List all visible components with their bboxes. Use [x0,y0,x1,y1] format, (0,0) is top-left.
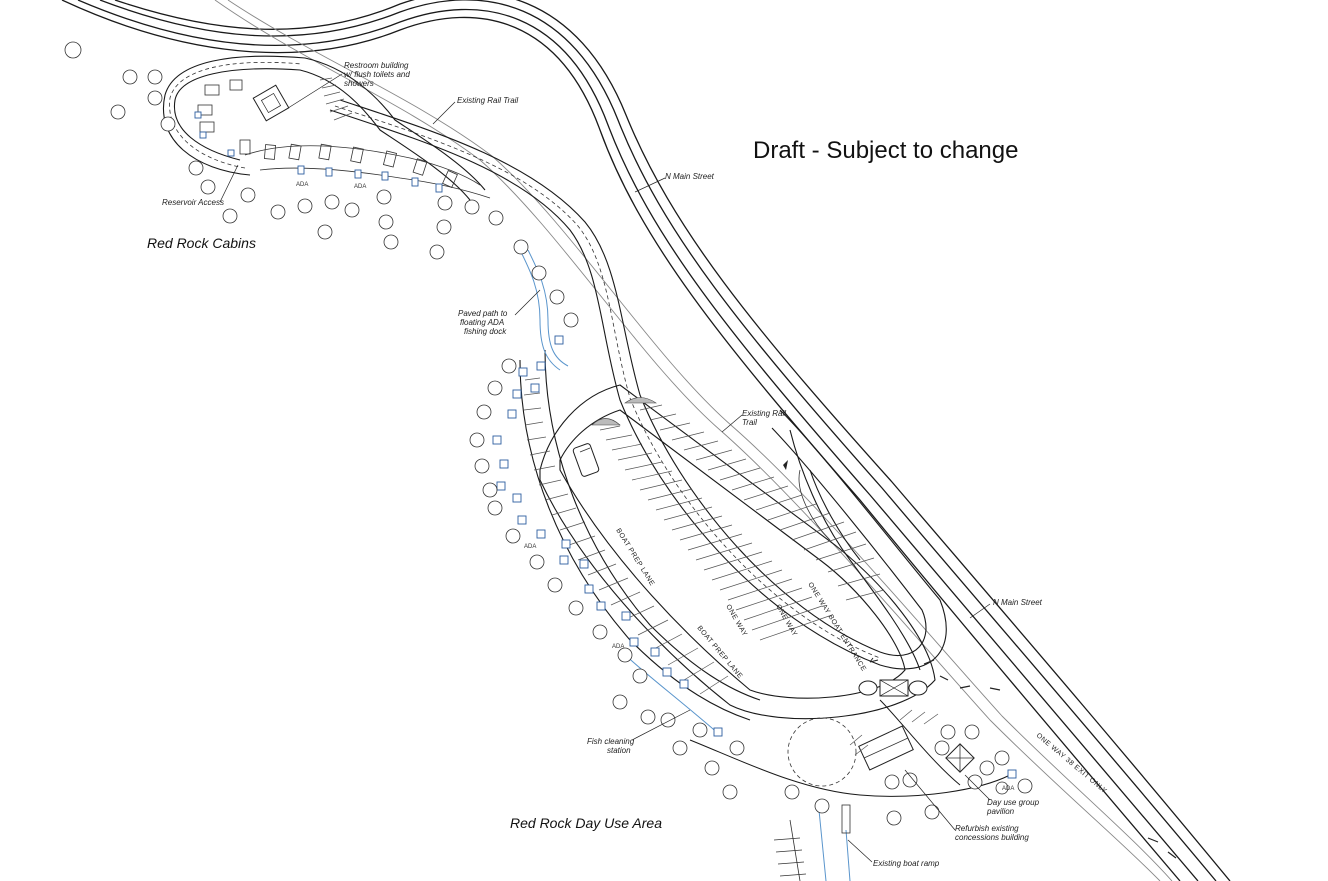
label-rail-trail-top: Existing Rail Trail [457,96,518,105]
paved-path [519,249,851,881]
ada-mark: ADA [354,184,366,190]
area-label-cabins: Red Rock Cabins [147,235,256,251]
marking-one-way-1: ONE WAY [724,604,748,638]
label-reservoir-access: Reservoir Access [162,198,224,207]
day-use-area [689,679,1011,797]
campsites [194,111,1017,779]
draft-title: Draft - Subject to change [753,137,1018,164]
parking-loop [329,99,947,721]
parking-stalls [523,377,885,695]
label-fish-cleaning-line-2: station [607,746,631,755]
vehicles [572,443,600,477]
label-paved-path-line-2: floating ADA [460,318,504,327]
boat-dock [773,804,851,881]
label-restroom-line-3: showers [344,79,374,88]
cabin-loop [163,55,491,201]
label-restroom-line-2: w/ flush toilets and [344,70,410,79]
label-pavilion-line-1: Day use group [987,798,1040,807]
label-rail-trail-mid-line-2: Trail [742,418,757,427]
trees [64,41,1033,826]
label-paved-path-line-1: Paved path to [458,309,508,318]
marking-one-way-boat-entrance: ONE WAY BOAT ENTRANCE [806,581,867,672]
label-leaders [219,73,991,863]
label-fish-cleaning-line-1: Fish cleaning [587,737,635,746]
rail-trail [214,0,1173,881]
label-paved-path-line-3: fishing dock [464,327,507,336]
main-street-road [61,0,1231,881]
marking-one-way-2: ONE WAY [774,604,798,638]
ada-mark: ADA [524,544,536,550]
label-concessions-line-2: concessions building [955,833,1029,842]
ada-mark: ADA [1002,786,1014,792]
area-label-day-use: Red Rock Day Use Area [510,815,662,831]
label-pavilion-line-2: pavilion [986,807,1015,816]
label-concessions-line-1: Refurbish existing [955,824,1019,833]
ada-mark: ADA [612,644,624,650]
label-restroom-line-1: Restroom building [344,61,409,70]
label-main-street-right: N Main Street [993,598,1043,607]
label-boat-ramp: Existing boat ramp [873,859,940,868]
marking-boat-prep-lane-1: BOAT PREP LANE [614,527,655,587]
marking-one-way-exit: ONE WAY 38 EXIT ONLY [1035,732,1108,795]
ada-mark: ADA [296,182,308,188]
marking-boat-prep-lane-2: BOAT PREP LANE [695,625,743,680]
label-main-street-top: N Main Street [665,172,715,181]
label-rail-trail-mid-line-1: Existing Rail [742,409,786,418]
direction-arrows [783,460,1177,859]
